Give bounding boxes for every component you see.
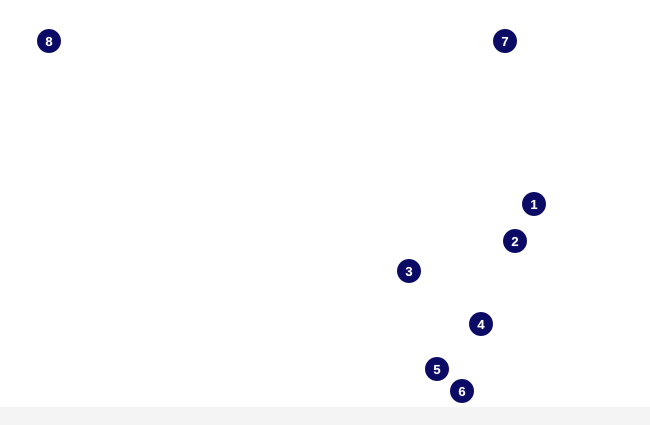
marker-4-label: 4 <box>477 316 485 332</box>
marker-8-label: 8 <box>45 33 53 49</box>
marker-4[interactable]: 4 <box>469 312 493 336</box>
marker-3[interactable]: 3 <box>397 259 421 283</box>
bottom-band <box>0 407 650 425</box>
marker-6[interactable]: 6 <box>450 379 474 403</box>
marker-1[interactable]: 1 <box>522 192 546 216</box>
marker-7-label: 7 <box>501 33 509 49</box>
marker-6-label: 6 <box>458 383 466 399</box>
marker-3-label: 3 <box>405 263 413 279</box>
marker-7[interactable]: 7 <box>493 29 517 53</box>
marker-5-label: 5 <box>433 361 441 377</box>
marker-2[interactable]: 2 <box>503 229 527 253</box>
marker-1-label: 1 <box>530 196 538 212</box>
marker-8[interactable]: 8 <box>37 29 61 53</box>
marker-5[interactable]: 5 <box>425 357 449 381</box>
marker-2-label: 2 <box>511 233 519 249</box>
